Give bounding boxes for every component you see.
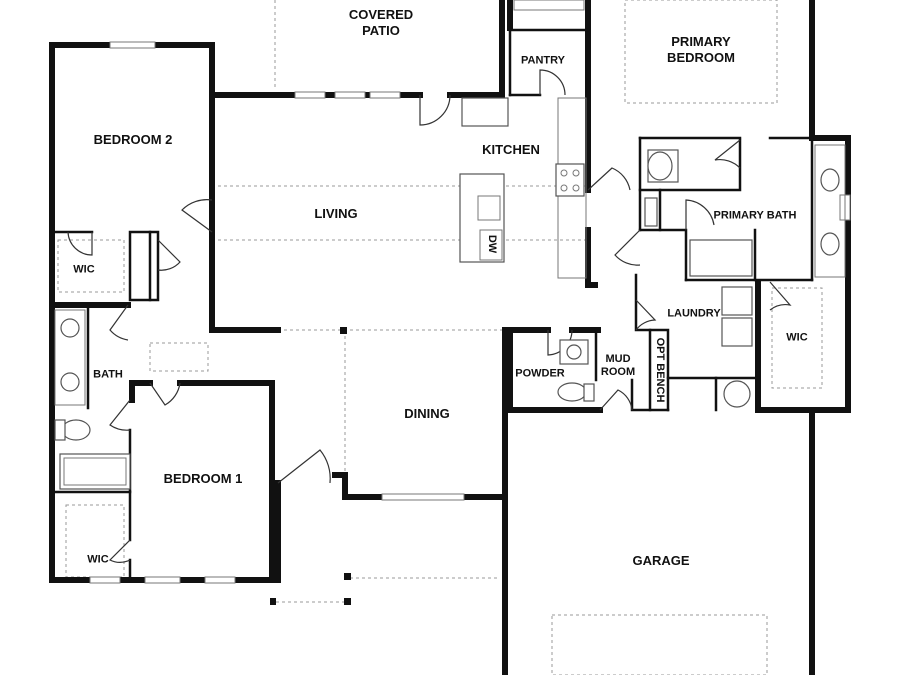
room-wic-bedroom-1: WIC [87, 553, 109, 566]
room-living: LIVING [314, 206, 358, 221]
room-covered-patio: COVERED PATIO [348, 7, 414, 38]
room-kitchen: KITCHEN [482, 142, 540, 157]
label-opt-bench: OPT BENCH [654, 337, 666, 403]
room-bedroom-2: BEDROOM 2 [93, 132, 173, 147]
room-powder: POWDER [515, 367, 565, 380]
room-garage: GARAGE [632, 553, 690, 568]
room-wic-primary: WIC [786, 331, 808, 344]
dashed-outlines [57, 0, 823, 675]
label-dw: DW [486, 234, 498, 254]
room-wic-bedroom-2: WIC [73, 263, 95, 276]
room-pantry: PANTRY [521, 54, 565, 67]
fixtures [54, 0, 846, 605]
room-laundry: LAUNDRY [667, 307, 721, 320]
room-bedroom-1: BEDROOM 1 [163, 471, 243, 486]
room-primary-bedroom: PRIMARY BEDROOM [667, 34, 735, 65]
doors [67, 69, 792, 564]
room-dining: DINING [404, 406, 450, 421]
room-primary-bath: PRIMARY BATH [713, 209, 797, 222]
room-mud-room: MUD ROOM [600, 353, 636, 378]
room-bath: BATH [93, 368, 123, 381]
